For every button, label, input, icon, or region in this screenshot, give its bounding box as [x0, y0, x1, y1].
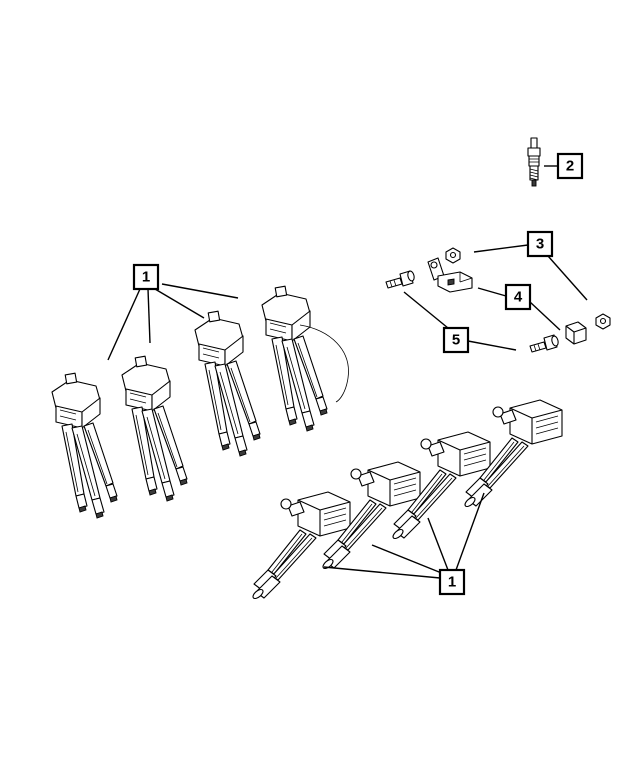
stud-left	[385, 270, 415, 289]
spark-plug	[527, 137, 541, 187]
hardware-parts	[385, 247, 611, 353]
upper-ignition-coil-2	[121, 355, 188, 502]
callout-5-label: 5	[452, 332, 460, 349]
callout-3-label: 3	[536, 236, 544, 253]
upper-ignition-coil-3	[194, 310, 261, 457]
sensor-bracket	[427, 257, 473, 293]
nut-upper	[445, 247, 461, 264]
callout-2[interactable]: 2	[556, 152, 584, 180]
callout-1-lower[interactable]: 1	[438, 568, 466, 596]
lower-ignition-coil-group	[250, 399, 563, 601]
callout-3[interactable]: 3	[526, 230, 554, 258]
coil-wire-harness	[299, 324, 349, 403]
sensor-block	[565, 321, 587, 345]
callout-1-lower-label: 1	[448, 574, 456, 591]
callout-5[interactable]: 5	[442, 326, 470, 354]
leader-lines	[107, 165, 588, 579]
callout-2-label: 2	[566, 158, 574, 175]
upper-ignition-coil-4	[261, 285, 328, 432]
stud-right	[529, 334, 559, 353]
upper-ignition-coil-group	[51, 285, 349, 519]
upper-ignition-coil-1	[51, 372, 118, 519]
callout-4-label: 4	[514, 289, 523, 306]
callout-1-upper[interactable]: 1	[132, 263, 160, 291]
callout-4[interactable]: 4	[504, 283, 532, 311]
nut-lower	[595, 313, 611, 330]
callout-1-upper-label: 1	[142, 269, 150, 286]
